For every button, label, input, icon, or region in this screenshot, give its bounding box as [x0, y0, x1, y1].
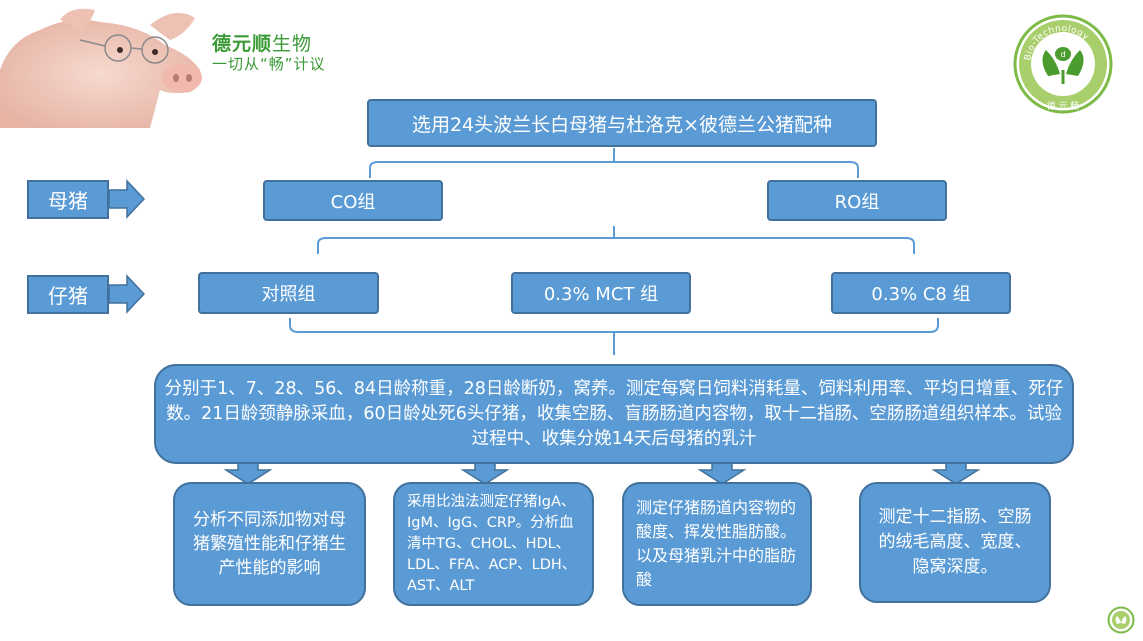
top-box-mating: 选用24头波兰长白母猪与杜洛克×彼德兰公猪配种: [367, 99, 877, 147]
piglet-group-control: 对照组: [198, 272, 379, 314]
procedure-box: 分别于1、7、28、56、84日龄称重，28日龄断奶，窝养。测定每窝日饲料消耗量…: [154, 364, 1074, 464]
svg-text:d: d: [1060, 50, 1065, 59]
analysis-box-serum: 采用比浊法测定仔猪IgA、IgM、IgG、CRP。分析血清中TG、CHOL、HD…: [393, 482, 594, 606]
sow-group-ro: RO组: [767, 180, 947, 221]
right-arrow-icon: [109, 274, 145, 314]
row-label-piglet: 仔猪: [27, 274, 145, 314]
right-arrow-icon: [109, 179, 145, 219]
logo-bottom-text: 德 元 畅: [1047, 100, 1080, 112]
analysis-box-intestinal-acid: 测定仔猪肠道内容物的酸度、挥发性脂肪酸。以及母猪乳汁中的脂肪酸: [622, 482, 812, 606]
piglet-group-mct: 0.3% MCT 组: [511, 272, 691, 314]
corner-logo-icon: [1107, 606, 1135, 634]
piglet-group-c8: 0.3% C8 组: [831, 272, 1011, 314]
row-label-sow-text: 母猪: [27, 179, 109, 219]
row-label-piglet-text: 仔猪: [27, 274, 109, 314]
company-logo: Bio-Technology d 德 元 畅: [1013, 14, 1113, 114]
row-label-sow: 母猪: [27, 179, 145, 219]
pig-photo: [0, 0, 205, 128]
sow-group-co: CO组: [263, 180, 443, 221]
brand-name: 德元顺生物: [212, 29, 312, 56]
brand-name-bold: 德元顺: [212, 33, 273, 55]
brand-slogan: 一切从“畅”计议: [212, 55, 326, 73]
analysis-box-performance: 分析不同添加物对母猪繁殖性能和仔猪生产性能的影响: [173, 482, 366, 606]
brand-name-rest: 生物: [272, 33, 313, 55]
analysis-box-villus: 测定十二指肠、空肠的绒毛高度、宽度、隐窝深度。: [859, 482, 1051, 603]
